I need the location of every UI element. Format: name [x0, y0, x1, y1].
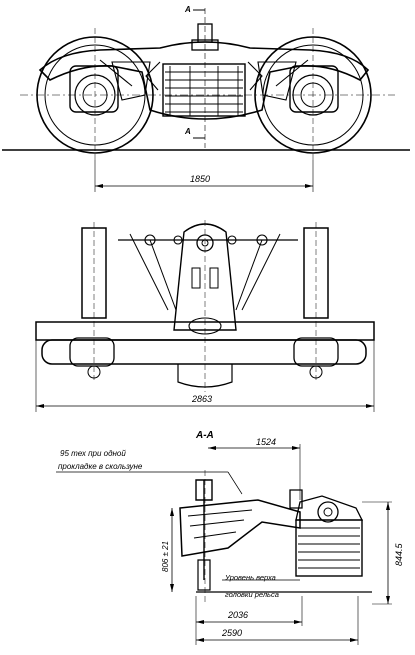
- dimension-2036-label: 2036: [227, 610, 248, 620]
- dimension-1524-label: 1524: [256, 437, 276, 447]
- spring-pack: [295, 495, 364, 577]
- dimension-844: 844.5: [362, 501, 404, 605]
- dimension-2036: 2036: [195, 596, 303, 645]
- section-title: A-A: [195, 430, 214, 441]
- dimension-2863: 2863: [35, 340, 375, 412]
- dimension-1850: 1850: [94, 160, 314, 192]
- rail-label-line2: головки рельса: [225, 590, 279, 599]
- load-note-line1: 95 тех при одной: [60, 449, 126, 458]
- dimension-806-label: 806 ± 21: [161, 541, 170, 572]
- plan-view: 2863: [35, 220, 375, 412]
- side-frame-plan-bottom: [41, 339, 367, 365]
- load-note-line2: прокладке в скользуне: [58, 462, 143, 471]
- side-frame: [38, 23, 370, 120]
- dimension-2590: 2590: [196, 596, 359, 645]
- section-mark-top: A: [184, 5, 191, 14]
- bolster-section: [179, 499, 301, 557]
- dimension-844-label: 844.5: [394, 542, 404, 566]
- section-view: A-A 1524 95 тех при одной прокладке в ск…: [56, 430, 404, 645]
- dimension-2590-label: 2590: [221, 628, 242, 638]
- brake-rigging: [118, 233, 298, 311]
- left-wheel: [36, 28, 154, 160]
- section-mark-bottom: A: [184, 127, 191, 136]
- right-wheel: [254, 28, 372, 160]
- rail-label-line1: Уровень верха: [224, 573, 276, 582]
- bolster: [173, 223, 237, 331]
- side-view: A A: [2, 5, 410, 192]
- dimension-806: 806 ± 21: [161, 508, 174, 592]
- dimension-1850-label: 1850: [190, 174, 210, 184]
- dimension-2863-label: 2863: [191, 394, 212, 404]
